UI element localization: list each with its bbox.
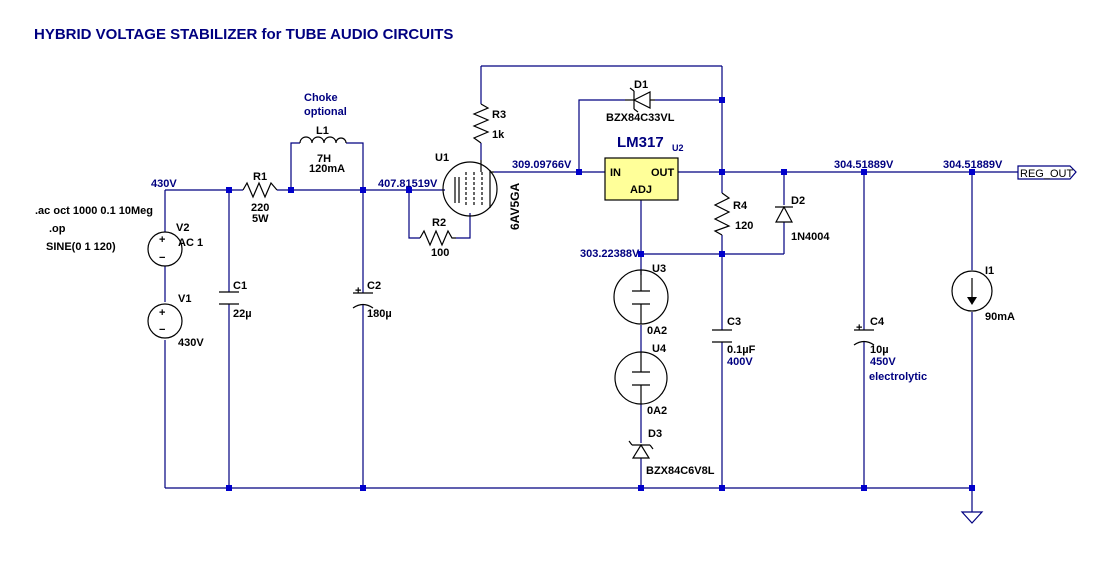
ground-symbol [960,511,984,524]
r3-label: R3 [492,109,506,121]
node-voltage-grid: 407.81519V [378,178,438,190]
c4-label: C4 [870,316,885,328]
u2-regulator: LM317 U2 IN OUT ADJ [604,134,684,201]
u3-tube: U3 0A2 [613,263,669,337]
c3-value: 0.1µF [727,344,756,356]
u3-value: 0A2 [647,325,667,337]
l1-inductor: Choke optional L1 7H 120mA [299,92,347,175]
i1-current-source: I1 90mA [951,265,1015,323]
schematic-title: HYBRID VOLTAGE STABILIZER for TUBE AUDIO… [34,26,453,43]
d1-value: BZX84C33VL [606,112,675,124]
d1-label: D1 [634,79,648,91]
r2-resistor: R2 100 [419,217,456,259]
op-directive: .op [49,223,66,235]
u2-adj-pin: ADJ [630,184,652,196]
l1-note-choke: Choke [304,92,338,104]
v2-value: AC 1 [178,237,203,249]
svg-text:+: + [856,322,862,334]
c4-note: electrolytic [869,371,927,383]
u2-ref: U2 [672,143,684,153]
i1-label: I1 [985,265,994,277]
v1-label: V1 [178,293,191,305]
v1-source: + − V1 430V [147,293,204,349]
c3-capacitor: C3 0.1µF 400V [712,316,756,368]
u2-out-pin: OUT [651,167,675,179]
svg-text:+: + [355,285,361,297]
u3-label: U3 [652,263,666,275]
l1-value: 7H [317,153,331,165]
d2-diode: D2 1N4004 [775,195,830,243]
l1-note-optional: optional [304,106,347,118]
c2-label: C2 [367,280,381,292]
d3-label: D3 [648,428,662,440]
r4-resistor: R4 120 [713,192,753,236]
i1-value: 90mA [985,311,1015,323]
r2-label: R2 [432,217,446,229]
svg-text:−: − [159,324,165,336]
svg-text:+: + [159,307,165,319]
svg-text:+: + [159,234,165,246]
u1-value: 6AV5GA [508,183,522,230]
c4-value: 10µ [870,344,889,356]
r4-value: 120 [735,220,753,232]
d2-value: 1N4004 [791,231,830,243]
c3-voltage: 400V [727,356,753,368]
reg-out-port: REG_OUT [1017,165,1077,180]
r2-value: 100 [431,247,449,259]
r1-label: R1 [253,171,267,183]
r1-value: 220 [251,202,269,214]
l1-label: L1 [316,125,329,137]
node-voltage-out-2: 304.51889V [943,159,1003,171]
d2-label: D2 [791,195,805,207]
d1-zener: D1 BZX84C33VL [606,79,675,124]
u4-value: 0A2 [647,405,667,417]
r3-value: 1k [492,129,505,141]
junctions [226,97,975,491]
d3-value: BZX84C6V8L [646,465,715,477]
ac-directive: .ac oct 1000 0.1 10Meg [35,205,153,217]
sine-directive: SINE(0 1 120) [46,241,116,253]
c2-capacitor: + C2 180µ [352,280,392,320]
c1-capacitor: C1 22µ [219,280,252,320]
c4-capacitor: + C4 10µ 450V electrolytic [853,316,927,383]
c2-value: 180µ [367,308,392,320]
l1-current: 120mA [309,163,345,175]
node-voltage-adj: 303.22388V [580,248,640,260]
u2-name: LM317 [617,134,664,151]
c1-label: C1 [233,280,247,292]
svg-text:−: − [159,252,165,264]
u1-label: U1 [435,152,449,164]
u4-label: U4 [652,343,667,355]
c3-label: C3 [727,316,741,328]
c1-value: 22µ [233,308,252,320]
r1-resistor: R1 220 5W [242,171,278,225]
d3-zener: D3 BZX84C6V8L [628,428,715,477]
reg-out-label: REG_OUT [1020,168,1073,180]
wires [164,65,1018,512]
v2-source: + − V2 AC 1 [147,222,203,267]
c4-voltage: 450V [870,356,896,368]
r4-label: R4 [733,200,748,212]
u4-tube: U4 0A2 [614,343,668,417]
node-voltage-in: 309.09766V [512,159,572,171]
r1-power: 5W [252,213,269,225]
node-voltage-out-1: 304.51889V [834,159,894,171]
u2-in-pin: IN [610,167,621,179]
r3-resistor: R3 1k [472,103,506,144]
v1-value: 430V [178,337,204,349]
node-voltage-430: 430V [151,178,177,190]
u1-tube: U1 6AV5GA [435,152,522,230]
v2-label: V2 [176,222,189,234]
